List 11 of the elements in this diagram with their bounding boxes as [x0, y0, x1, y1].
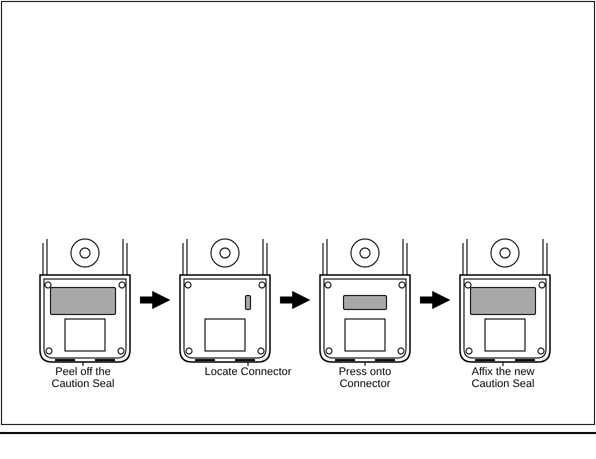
- step-caption: Peel off the Caution Seal: [35, 366, 131, 390]
- plug-in-unit: [343, 295, 387, 310]
- arrow: [140, 290, 170, 310]
- caution-seal: [50, 287, 116, 315]
- arrow: [280, 290, 310, 310]
- caution-seal: [470, 287, 536, 315]
- step-caption: Affix the new Caution Seal: [455, 366, 551, 390]
- connector: [245, 295, 251, 310]
- step-caption: Locate Connector: [200, 366, 296, 378]
- arrow: [420, 290, 450, 310]
- step-caption: Press onto Connector: [317, 366, 413, 390]
